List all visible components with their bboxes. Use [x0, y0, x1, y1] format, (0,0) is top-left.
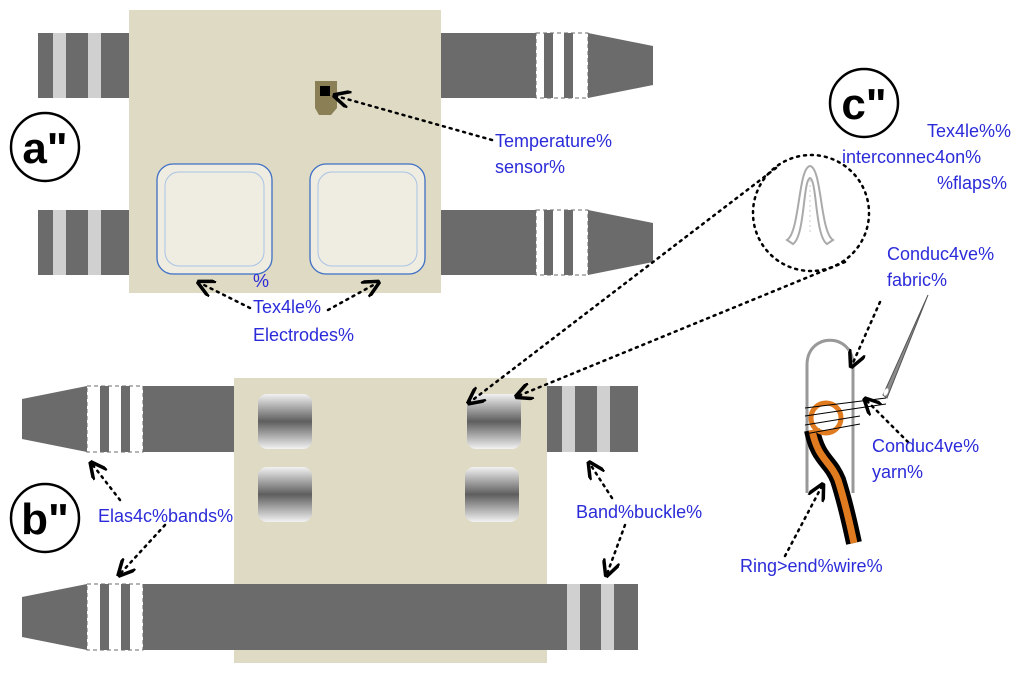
- band-left-bottom: [38, 210, 130, 275]
- panel-a-letter: a": [22, 124, 67, 173]
- label-conductive-fabric-1: Conduc4ve%: [887, 244, 994, 264]
- label-elastic-bands: Elas4c%bands%: [98, 506, 233, 526]
- arrow-elastic-down: [120, 523, 167, 574]
- label-conductive-fabric-2: fabric%: [887, 270, 947, 290]
- label-temperature-sensor-2: sensor%: [495, 157, 565, 177]
- snap-bottom-left: [258, 467, 312, 522]
- band-right-top: [441, 32, 653, 99]
- snap-top-right: [467, 394, 521, 449]
- label-electrodes-3: Electrodes%: [253, 325, 354, 345]
- label-flaps-2: interconnec4on%: [842, 147, 981, 167]
- label-flaps-1: Tex4le%%: [927, 121, 1011, 141]
- snap-top-left: [258, 394, 312, 449]
- sensor-icon: [315, 81, 337, 115]
- arrow-ring-end-wire: [783, 486, 822, 558]
- arrow-electrode-right: [326, 283, 377, 312]
- band-b-top-right: [547, 386, 638, 452]
- panel-c: c" Tex4le%%: [470, 67, 1011, 576]
- label-flaps-3: %flaps%: [937, 173, 1007, 193]
- arrow-temperature-sensor: [336, 96, 494, 142]
- arrow-flap-left: [470, 166, 778, 402]
- label-conductive-yarn-2: yarn%: [872, 462, 923, 482]
- band-b-top-left: [22, 385, 234, 453]
- electrode-left: [156, 163, 273, 275]
- label-electrodes-1: %: [253, 271, 269, 291]
- panel-c-badge: [828, 67, 900, 139]
- arrow-conductive-fabric: [852, 300, 882, 365]
- arrow-buckle-up: [590, 464, 614, 500]
- panel-b-badge: [9, 482, 81, 554]
- arrow-buckle-down: [607, 523, 627, 574]
- label-temperature-sensor-1: Temperature%: [495, 131, 612, 151]
- band-left-top: [38, 33, 130, 98]
- arrow-flap-right: [518, 260, 847, 396]
- interconnection-flap: [804, 338, 887, 545]
- needle-icon: [882, 294, 929, 399]
- panel-a: a" Temperature% sensor% % Tex4le% Electr…: [9, 10, 653, 345]
- panel-b: b" Elas4c%bands% Band%buckle%: [9, 378, 702, 663]
- band-right-bottom: [441, 209, 653, 276]
- band-b-bottom: [22, 583, 638, 651]
- arrow-elastic-up: [92, 464, 122, 502]
- panel-a-badge: [9, 111, 81, 183]
- label-electrodes-2: Tex4le%: [253, 297, 321, 317]
- snap-bottom-right: [465, 467, 519, 522]
- panel-c-letter: c": [841, 80, 886, 129]
- arrow-electrode-left: [200, 283, 252, 310]
- label-conductive-yarn-1: Conduc4ve%: [872, 436, 979, 456]
- magnifier-icon: [751, 153, 871, 273]
- electrode-right: [309, 163, 426, 275]
- panel-b-letter: b": [21, 495, 69, 544]
- label-band-buckle: Band%buckle%: [576, 502, 702, 522]
- label-ring-end-wire: Ring>end%wire%: [740, 556, 883, 576]
- arrow-conductive-yarn: [866, 400, 910, 444]
